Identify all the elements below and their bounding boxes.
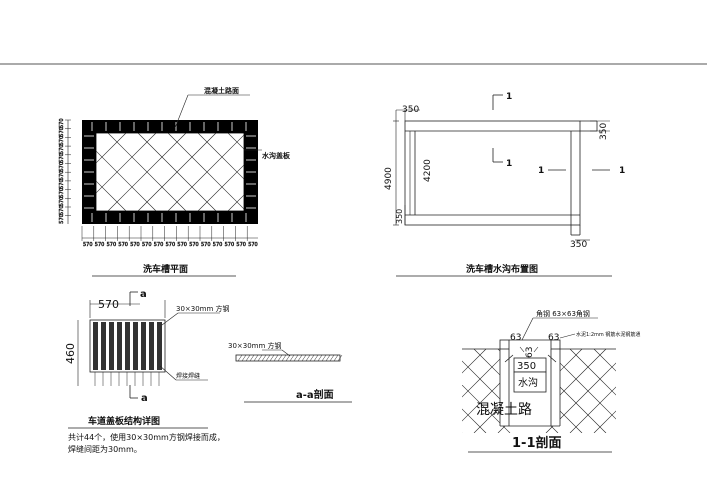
plan-dim-bottom: 570 xyxy=(201,242,211,248)
plan-dim-left: 570 xyxy=(59,171,65,181)
cover-steel-bar xyxy=(157,322,162,370)
aa-section: 30×30mm 方钢 a-a剖面 xyxy=(228,341,352,403)
aa-title: a-a剖面 xyxy=(296,388,334,401)
plan-title: 洗车槽平面 xyxy=(143,263,188,275)
cover-dim-height: 460 xyxy=(64,343,77,364)
layout-dim-total: 4900 xyxy=(384,167,394,190)
plan-dim-left: 570 xyxy=(59,188,65,198)
plan-dim-bottom: 570 xyxy=(142,242,152,248)
layout-dim-top: 350 xyxy=(402,105,419,115)
cover-plate-detail: 570 460 a a 30×30mm 方钢 焊接焊缝 车道盖板结构详图 共计4… xyxy=(64,289,230,454)
section-mark-mid: 1 xyxy=(506,159,512,169)
ditch-layout-labels: 350 350 4900 4200 350 350 1 1 1 1 洗车槽水沟布… xyxy=(384,92,625,277)
plan-dim-left: 570 xyxy=(59,179,65,189)
plan-dim-bottom: 570 xyxy=(83,242,93,248)
plan-dim-bottom: 570 xyxy=(236,242,246,248)
cover-callout-steel: 30×30mm 方钢 xyxy=(176,304,230,313)
cover-section-mark-bottom: a xyxy=(141,393,148,404)
s11-dim-left: 63 xyxy=(510,333,521,343)
plan-dim-bottom: 570 xyxy=(177,242,187,248)
cover-steel-bar xyxy=(101,322,106,370)
plan-dim-bottom: 570 xyxy=(189,242,199,248)
ditch-layout-plan xyxy=(393,94,610,241)
cover-dim-width: 570 xyxy=(98,298,119,311)
cover-section-mark-top: a xyxy=(140,289,147,300)
plan-dim-bottom: 570 xyxy=(154,242,164,248)
plan-dim-bottom: 570 xyxy=(95,242,105,248)
plan-dim-bottom: 570 xyxy=(213,242,223,248)
plan-dim-left: 570 xyxy=(59,162,65,172)
s11-callout-right: 水泥1:2mm 钢筋水泥钢筋通 xyxy=(576,331,640,338)
plan-dim-left: 570 xyxy=(59,136,65,146)
plan-dim-bottom: 570 xyxy=(166,242,176,248)
s11-concrete-label: 混凝土路 xyxy=(476,402,532,418)
plan-dim-left: 570 xyxy=(59,214,65,224)
cover-steel-bar xyxy=(93,322,98,370)
layout-dim-right-top: 350 xyxy=(599,123,609,140)
cover-note-line1: 共计44个，使用30×30mm方钢焊接而成， xyxy=(68,432,225,442)
cover-steel-bar xyxy=(125,322,130,370)
s11-callout-angle: 角钢 63×63角钢 xyxy=(536,309,590,318)
layout-dim-bottom-right: 350 xyxy=(570,240,587,250)
plan-callout-ditch-cover: 水沟盖板 xyxy=(262,151,291,160)
cover-callout-weld: 焊接焊缝 xyxy=(176,372,200,380)
cover-note-line2: 焊缝间距为30mm。 xyxy=(68,444,142,454)
cover-steel-bar xyxy=(133,322,138,370)
cover-steel-bar xyxy=(109,322,114,370)
s11-dim-right: 63 xyxy=(548,333,559,343)
plan-dim-bottom: 570 xyxy=(130,242,140,248)
plan-dim-bottom: 570 xyxy=(225,242,235,248)
s11-dim-mid: 63 xyxy=(525,347,535,358)
plan-dim-left: 570 xyxy=(59,197,65,207)
plan-dim-bottom: 570 xyxy=(118,242,128,248)
s11-title: 1-1剖面 xyxy=(512,435,562,451)
plan-dim-bottom: 570 xyxy=(248,242,258,248)
section-1-1: 角钢 63×63角钢 水泥1:2mm 钢筋水泥钢筋通 63 63 63 350 … xyxy=(462,309,640,453)
section-mark-left: 1 xyxy=(538,166,544,176)
plan-callout-concrete-road: 混凝土路面 xyxy=(204,86,239,95)
aa-callout: 30×30mm 方钢 xyxy=(228,341,282,350)
cover-steel-bar xyxy=(141,322,146,370)
plan-dim-left: 570 xyxy=(59,205,65,215)
cover-steel-bar xyxy=(117,322,122,370)
layout-title: 洗车槽水沟布置图 xyxy=(466,263,538,275)
plan-dim-left: 570 xyxy=(59,118,65,128)
section-mark-top: 1 xyxy=(506,92,512,102)
plan-dim-left: 570 xyxy=(59,127,65,137)
plan-dim-left: 570 xyxy=(59,153,65,163)
section-mark-right: 1 xyxy=(619,166,625,176)
s11-dim-depth: 350 xyxy=(517,361,536,372)
layout-dim-bottom-left: 350 xyxy=(395,209,404,224)
plan-dim-left: 570 xyxy=(59,145,65,155)
s11-ditch-label: 水沟 xyxy=(518,376,538,389)
cover-title: 车道盖板结构详图 xyxy=(88,415,160,427)
plan-inner-area xyxy=(95,132,245,212)
layout-dim-inner: 4200 xyxy=(423,159,433,182)
plan-dim-bottom: 570 xyxy=(107,242,117,248)
cover-steel-bar xyxy=(149,322,154,370)
